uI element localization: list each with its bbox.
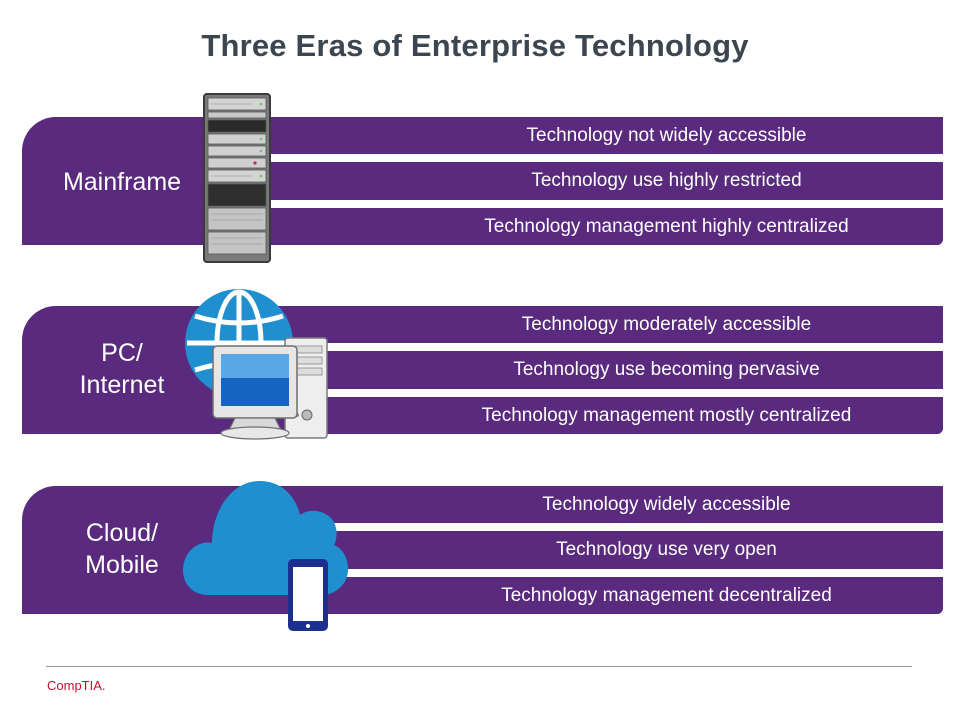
era-label-line: PC/ [101, 339, 143, 367]
era-label-line: Internet [79, 371, 165, 399]
era-item: Technology management decentralized [262, 577, 943, 614]
era-pc-internet: Technology moderately accessible Technol… [22, 306, 943, 434]
era-item: Technology use very open [262, 531, 943, 568]
era-cloud-mobile: Technology widely accessible Technology … [22, 486, 943, 614]
era-item: Technology widely accessible [262, 486, 943, 523]
era-item: Technology management highly centralized [262, 208, 943, 245]
era-label: PC/ Internet [22, 337, 222, 401]
era-mainframe: Technology not widely accessible Technol… [22, 117, 943, 245]
globe-computer-icon [185, 289, 328, 440]
era-label-line: Cloud/ [85, 519, 159, 547]
server-rack-icon [203, 93, 271, 263]
era-label: Mainframe [22, 166, 222, 198]
cloud-mobile-icon [182, 481, 349, 631]
era-label-line: Mainframe [62, 168, 182, 196]
era-item: Technology management mostly centralized [262, 397, 943, 434]
era-item: Technology use highly restricted [262, 162, 943, 199]
era-label-line: Mobile [85, 551, 159, 579]
footer-divider [46, 666, 912, 667]
comptia-logo: CompTIA. [47, 678, 106, 693]
era-item: Technology moderately accessible [262, 306, 943, 343]
era-item: Technology not widely accessible [262, 117, 943, 154]
era-item: Technology use becoming pervasive [262, 351, 943, 388]
page-title: Three Eras of Enterprise Technology [201, 28, 749, 63]
era-label: Cloud/ Mobile [22, 517, 222, 581]
